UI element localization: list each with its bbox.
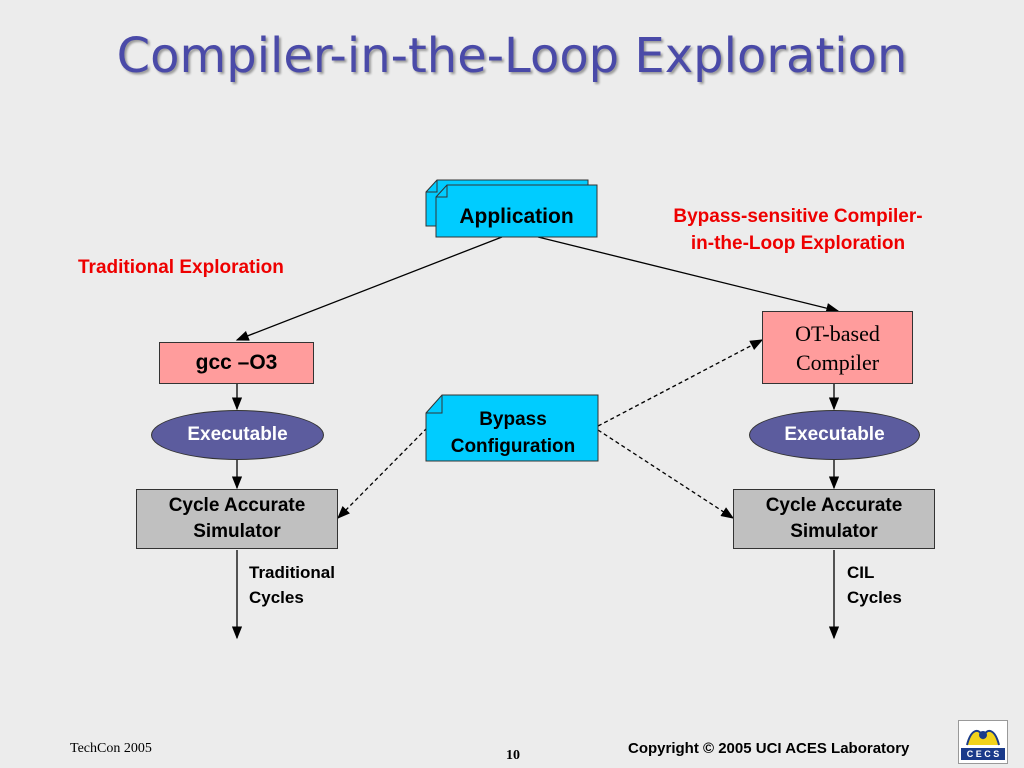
application-label: Application xyxy=(459,205,574,228)
simulator-left-box: Cycle Accurate Simulator xyxy=(136,489,338,549)
slide-title: Compiler-in-the-Loop Exploration xyxy=(116,28,908,84)
cecs-logo-graphic xyxy=(966,729,1000,746)
dashed-bypass-to-ot xyxy=(597,339,764,427)
footer-conference: TechCon 2005 xyxy=(70,741,152,756)
dashed-bypass-to-sim-right xyxy=(597,429,735,519)
bypass-config-doc-shape xyxy=(425,394,599,462)
executable-left-label: Executable xyxy=(187,424,288,445)
ot-compiler-label: OT-based Compiler xyxy=(795,320,880,375)
cil-cycles-label: CIL Cycles xyxy=(847,563,902,607)
simulator-right-box: Cycle Accurate Simulator xyxy=(733,489,935,549)
arrow-app-to-gcc xyxy=(235,236,503,341)
gcc-box: gcc –O3 xyxy=(159,342,314,384)
cecs-logo: C E C S xyxy=(958,720,1008,764)
ot-compiler-box: OT-based Compiler xyxy=(762,311,913,384)
gcc-label: gcc –O3 xyxy=(195,351,278,374)
dashed-bypass-to-sim-left xyxy=(337,427,428,519)
cecs-logo-text: C E C S xyxy=(961,748,1005,760)
executable-left-oval: Executable xyxy=(151,410,324,460)
bypass-config-label: Bypass Configuration xyxy=(450,409,576,457)
page-number: 10 xyxy=(506,748,520,763)
application-doc-shape xyxy=(425,179,598,238)
executable-right-oval: Executable xyxy=(749,410,920,460)
simulator-right-label: Cycle Accurate Simulator xyxy=(765,495,903,542)
bypass-sensitive-label: Bypass-sensitive Compiler-in-the-Loop Ex… xyxy=(673,206,923,254)
traditional-exploration-label: Traditional Exploration xyxy=(78,257,284,278)
traditional-cycles-label: Traditional Cycles xyxy=(249,563,335,607)
executable-right-label: Executable xyxy=(784,424,885,445)
simulator-left-label: Cycle Accurate Simulator xyxy=(168,495,306,542)
footer-copyright: Copyright © 2005 UCI ACES Laboratory xyxy=(628,740,910,757)
arrow-app-to-ot xyxy=(537,236,840,314)
